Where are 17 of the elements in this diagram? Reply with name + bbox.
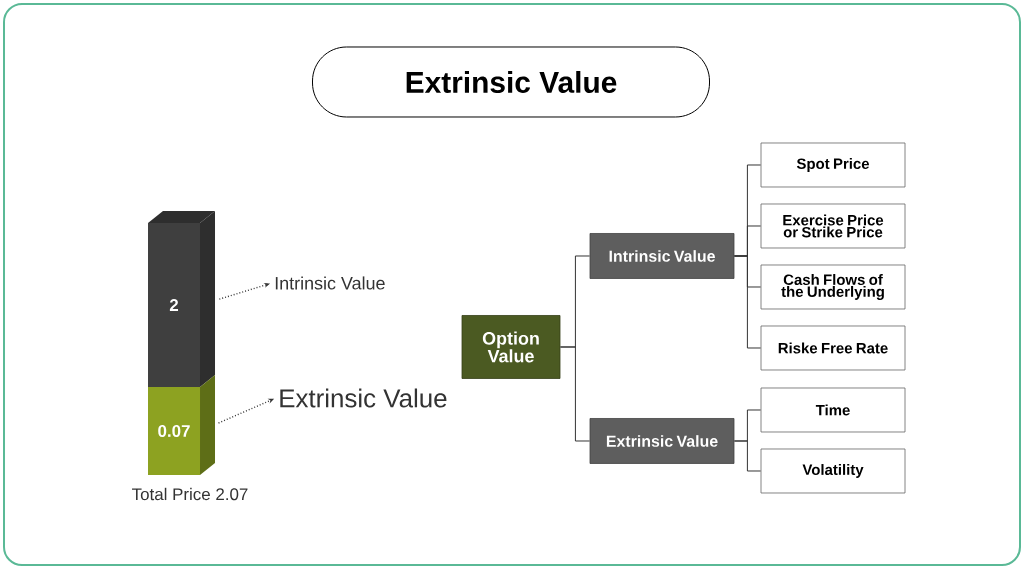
category-box: Intrinsic Value: [589, 233, 735, 279]
bar-segment: 2: [148, 211, 215, 387]
value-label: Intrinsic Value: [275, 276, 385, 290]
factor-box: Spot Price: [760, 142, 906, 188]
connector-line: [733, 440, 762, 472]
connector-line: [559, 346, 591, 442]
factor-box: Exercise Price or Strike Price: [760, 203, 906, 249]
factor-box: Riske Free Rate: [760, 325, 906, 371]
bar-segment: 0.07: [148, 375, 215, 475]
factor-box: Cash Flows of the Underlying: [760, 264, 906, 310]
root-box: Option Value: [461, 315, 561, 379]
title-box: Extrinsic Value: [312, 46, 710, 118]
factor-box: Time: [760, 387, 906, 433]
factor-box: Volatility: [760, 448, 906, 494]
value-label: Extrinsic Value: [280, 388, 447, 408]
category-box: Extrinsic Value: [589, 418, 735, 464]
connector-line: [733, 255, 762, 349]
